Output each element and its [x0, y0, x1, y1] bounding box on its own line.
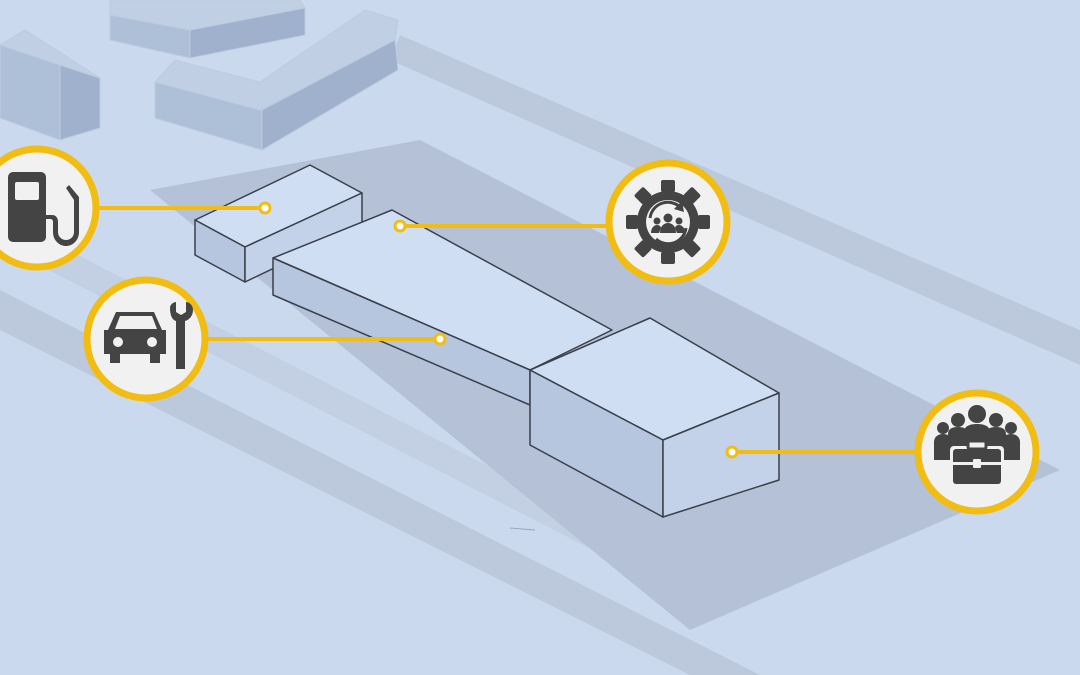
connector-offices — [725, 445, 918, 459]
callout-workshop — [83, 276, 209, 402]
team-briefcase-icon — [934, 405, 1020, 486]
building-block-long — [272, 209, 613, 406]
context-building-left — [0, 29, 101, 141]
callout-fuel — [0, 145, 100, 271]
connector-workshop — [205, 332, 447, 346]
gear-team-cycle-icon — [626, 180, 710, 264]
context-building-l-shape — [154, 9, 399, 151]
connectors — [95, 201, 918, 459]
callout-offices — [914, 389, 1040, 515]
building-shadow-edge — [509, 527, 536, 531]
road-bottom — [0, 290, 760, 675]
road-top — [390, 35, 1080, 365]
callout-operations — [605, 159, 731, 285]
context-building-top — [109, 0, 306, 59]
connector-fuel — [95, 201, 272, 215]
fuel-pump-icon — [8, 172, 79, 246]
car-repair-icon — [104, 302, 193, 369]
connector-operations — [393, 219, 610, 233]
main-building — [194, 164, 780, 531]
context-buildings — [0, 0, 399, 151]
building-block-tall — [529, 317, 780, 518]
